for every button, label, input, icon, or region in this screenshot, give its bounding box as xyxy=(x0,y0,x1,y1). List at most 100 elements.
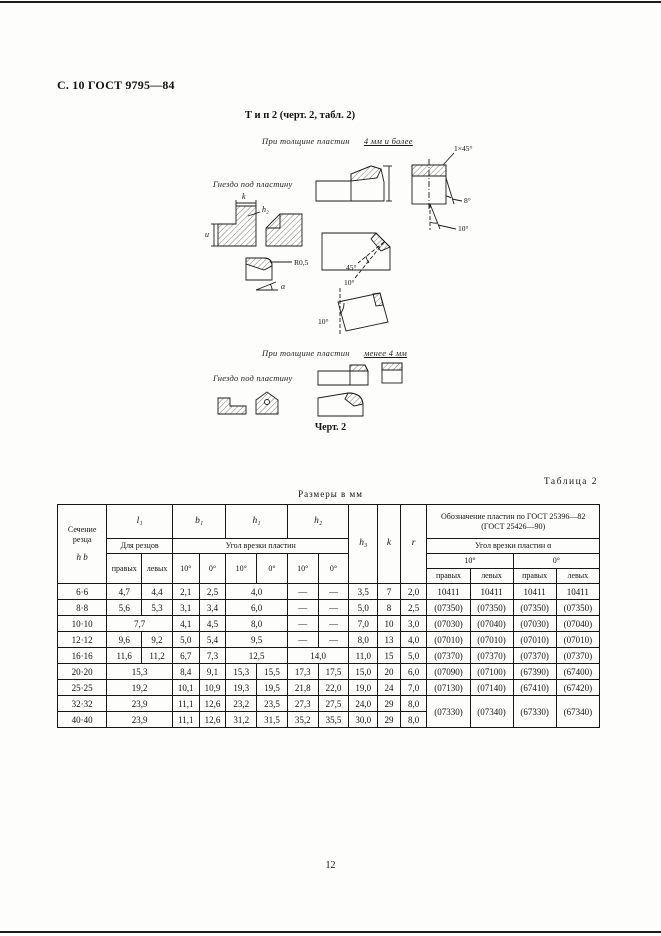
dim-u-label: u xyxy=(205,230,209,239)
header-deg0: 0° xyxy=(512,553,601,569)
header-right: правых xyxy=(512,568,557,584)
dim-h2-label: h₂ xyxy=(262,205,269,214)
table-cell: (67330) xyxy=(512,695,557,728)
table-cell: 9,5 xyxy=(225,631,288,648)
col-header-h3: h₃ xyxy=(348,504,379,584)
table-cell: 15,3 xyxy=(225,663,258,680)
radius-label: R0,5 xyxy=(294,258,309,267)
table-cell: 19,5 xyxy=(256,679,288,696)
table-cell: (07040) xyxy=(469,615,514,632)
table-cell: 7,3 xyxy=(198,647,227,664)
note-prefix: При толщине пластин xyxy=(262,348,350,358)
drawing-tool-side-view-thin xyxy=(317,362,403,386)
header-deg10: 10° xyxy=(171,553,200,584)
doc-header: С. 10 ГОСТ 9795—84 xyxy=(57,78,175,92)
table-cell: 17,5 xyxy=(317,663,350,680)
angle-10-label-2: 10° xyxy=(344,278,355,287)
table-cell: 9,6 xyxy=(106,631,143,648)
dim-k-label: k xyxy=(242,192,246,201)
chamfer-label: 1×45° xyxy=(454,144,472,153)
table-cell: — xyxy=(317,615,350,632)
table-cell: (67390) xyxy=(512,663,557,680)
table-cell: (07340) xyxy=(469,695,514,728)
section-cell: 6·6 xyxy=(56,583,108,600)
note-thin-value: менее 4 мм xyxy=(363,348,408,358)
table-cell: (07030) xyxy=(426,615,471,632)
table-cell: 19,0 xyxy=(348,679,379,696)
col-header-b1: b₁ xyxy=(171,504,227,539)
table-cell: (07350) xyxy=(512,599,557,616)
table-cell: 6,0 xyxy=(225,599,288,616)
table-cell: 24 xyxy=(377,679,401,696)
table-cell: (07030) xyxy=(512,615,557,632)
table-cell: 19,2 xyxy=(106,679,173,696)
table-cell: 11,0 xyxy=(348,647,379,664)
header-insert-angle: Угол врезки пластин xyxy=(171,538,350,554)
table-cell: 7,0 xyxy=(348,615,379,632)
table-cell: 13 xyxy=(377,631,401,648)
table-cell: 15,5 xyxy=(256,663,288,680)
table-cell: (07100) xyxy=(469,663,514,680)
table-cell: 4,1 xyxy=(171,615,200,632)
header-deg0: 0° xyxy=(256,553,288,584)
table-cell: — xyxy=(286,615,319,632)
section-cell: 10·10 xyxy=(56,615,108,632)
table-cell: 7 xyxy=(377,583,401,600)
table-cell: 5,6 xyxy=(106,599,143,616)
table-cell: (07010) xyxy=(469,631,514,648)
table-cell: — xyxy=(286,599,319,616)
table-cell: — xyxy=(317,631,350,648)
table-cell: 8,0 xyxy=(399,695,428,712)
section-cell: 40·40 xyxy=(56,711,108,728)
table-cell: 5,0 xyxy=(399,647,428,664)
figure-caption: Черт. 2 xyxy=(314,422,347,433)
table-cell: (67420) xyxy=(555,679,601,696)
table-cell: 27,5 xyxy=(317,695,350,712)
table-cell: 35,2 xyxy=(286,711,319,728)
angle-45-label: 45° xyxy=(346,263,357,272)
table-cell: 2,5 xyxy=(198,583,227,600)
table-cell: 6,0 xyxy=(399,663,428,680)
table-cell: 8,4 xyxy=(171,663,200,680)
table-cell: 3,4 xyxy=(198,599,227,616)
angle-10-label: 10° xyxy=(458,224,469,233)
col-header-r: r xyxy=(399,504,428,584)
table-cell: (07130) xyxy=(426,679,471,696)
table-cell: 11,1 xyxy=(171,695,200,712)
table-cell: (67340) xyxy=(555,695,601,728)
table-cell: (07010) xyxy=(555,631,601,648)
section-cell: 25·25 xyxy=(56,679,108,696)
section-cell: 20·20 xyxy=(56,663,108,680)
table-cell: — xyxy=(286,631,319,648)
table-cell: 8,0 xyxy=(225,615,288,632)
note-thin-plates: При толщине пластин менее 4 мм xyxy=(262,348,407,358)
table-cell: 5,0 xyxy=(348,599,379,616)
col-header-designation: Обозначение пластин по ГОСТ 25396—82 (ГО… xyxy=(426,504,600,539)
scan-edge-top xyxy=(0,1,661,3)
table-cell: 15,0 xyxy=(348,663,379,680)
alpha-label: α xyxy=(281,282,286,291)
table-cell: (07350) xyxy=(555,599,601,616)
table-cell: 12,5 xyxy=(225,647,288,664)
header-deg0: 0° xyxy=(198,553,227,584)
units-label: Размеры в мм xyxy=(298,489,363,499)
figure-drawing: 1×45° 8° 10° k h₂ u R0,5 α xyxy=(205,144,472,417)
table-cell: 21,8 xyxy=(286,679,319,696)
header-deg10: 10° xyxy=(286,553,319,584)
table-cell: 22,0 xyxy=(317,679,350,696)
header-for-cutters: Для резцов xyxy=(106,538,173,554)
table-cell: 12,6 xyxy=(198,711,227,728)
scan-edge-bottom xyxy=(0,931,661,933)
table-cell: (07330) xyxy=(426,695,471,728)
table-cell: (07370) xyxy=(426,647,471,664)
drawing-tool-front-view xyxy=(411,152,463,230)
